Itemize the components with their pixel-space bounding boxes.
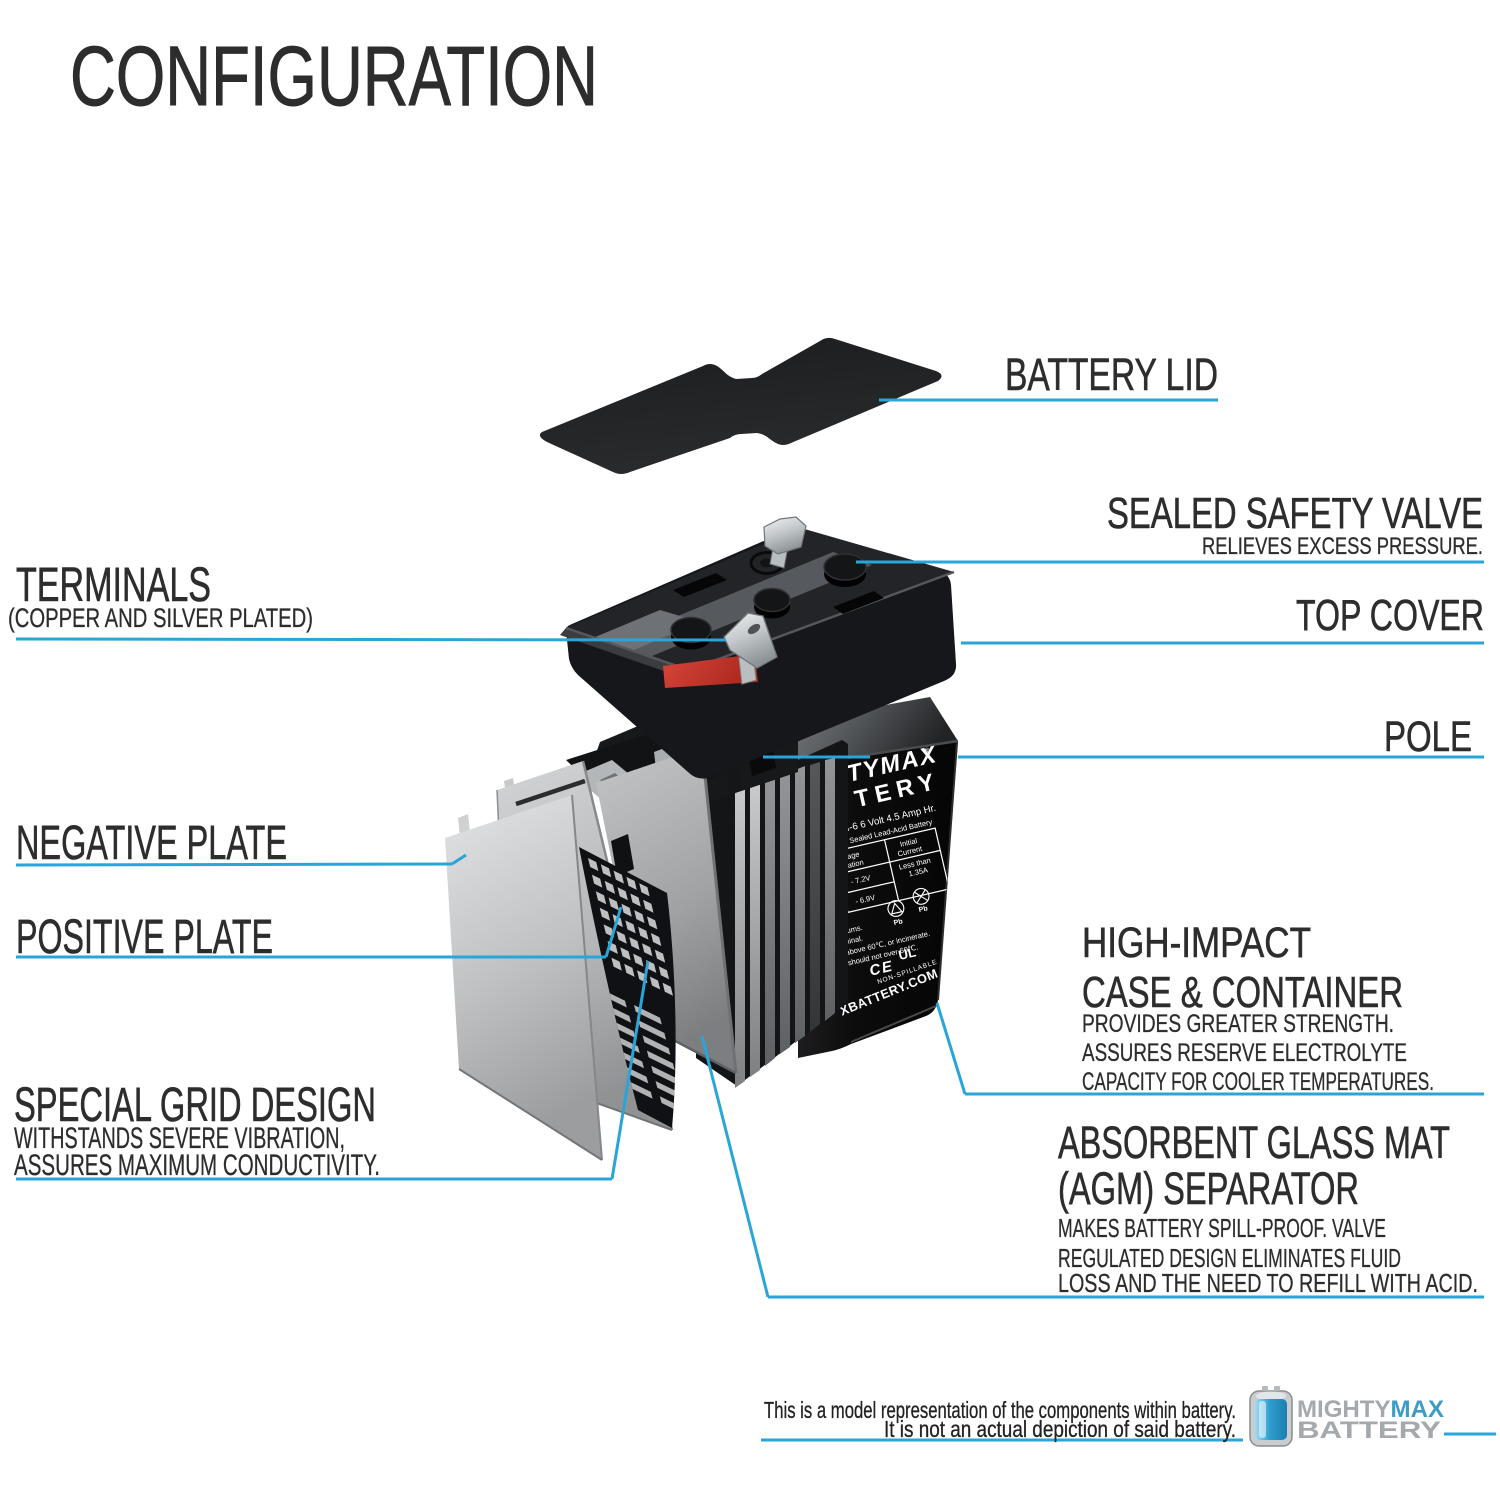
svg-text:®: ® <box>923 746 931 756</box>
svg-text:UL: UL <box>897 944 918 963</box>
svg-text:CASE & CONTAINER: CASE & CONTAINER <box>1082 968 1403 1017</box>
svg-text:ASSURES RESERVE ELECTROLYTE: ASSURES RESERVE ELECTROLYTE <box>1082 1039 1407 1067</box>
svg-text:Initial: Initial <box>899 836 918 849</box>
svg-text:Pb: Pb <box>918 905 928 914</box>
svg-text:PROVIDES GREATER STRENGTH.: PROVIDES GREATER STRENGTH. <box>1082 1010 1394 1038</box>
svg-text:This is a model representation: This is a model representation of the co… <box>764 1397 1236 1423</box>
svg-text:MIGHTYMAX: MIGHTYMAX <box>1297 1396 1444 1423</box>
svg-text:REGULATED DESIGN ELIMINATES FL: REGULATED DESIGN ELIMINATES FLUID <box>1058 1243 1401 1273</box>
svg-text:BATTERY LID: BATTERY LID <box>1005 349 1218 400</box>
svg-text:1.35A: 1.35A <box>908 865 929 878</box>
svg-text:SEALED SAFETY VALVE: SEALED SAFETY VALVE <box>1107 489 1483 538</box>
svg-text:POLE: POLE <box>1384 713 1472 761</box>
svg-text:ASSURES MAXIMUM CONDUCTIVITY.: ASSURES MAXIMUM CONDUCTIVITY. <box>14 1149 380 1182</box>
svg-text:It is not an actual depiction: It is not an actual depiction of said ba… <box>884 1416 1236 1442</box>
svg-text:MAKES BATTERY SPILL-PROOF. VAL: MAKES BATTERY SPILL-PROOF. VALVE <box>1058 1213 1386 1243</box>
svg-text:BATTERY: BATTERY <box>1297 1417 1441 1444</box>
svg-text:LOSS AND THE NEED TO REFILL WI: LOSS AND THE NEED TO REFILL WITH ACID. <box>1058 1268 1478 1298</box>
svg-text:Pb: Pb <box>893 918 903 927</box>
svg-text:HIGH-IMPACT: HIGH-IMPACT <box>1082 919 1311 967</box>
svg-text:TOP COVER: TOP COVER <box>1296 591 1484 640</box>
svg-text:- 6.9V: - 6.9V <box>854 893 875 906</box>
svg-text:POSITIVE PLATE: POSITIVE PLATE <box>16 911 273 964</box>
svg-text:SPECIAL GRID DESIGN: SPECIAL GRID DESIGN <box>14 1079 376 1132</box>
svg-text:CONFIGURATION: CONFIGURATION <box>70 29 598 123</box>
svg-text:CAPACITY FOR COOLER TEMPERATUR: CAPACITY FOR COOLER TEMPERATURES. <box>1082 1068 1434 1096</box>
svg-text:ABSORBENT GLASS MAT: ABSORBENT GLASS MAT <box>1058 1117 1450 1168</box>
svg-text:NEGATIVE PLATE: NEGATIVE PLATE <box>16 817 287 870</box>
svg-text:(AGM) SEPARATOR: (AGM) SEPARATOR <box>1058 1163 1359 1214</box>
svg-text:RELIEVES EXCESS PRESSURE.: RELIEVES EXCESS PRESSURE. <box>1202 533 1483 560</box>
svg-text:CE: CE <box>868 958 895 980</box>
svg-text:(COPPER AND SILVER PLATED): (COPPER AND SILVER PLATED) <box>8 603 313 633</box>
svg-text:TERMINALS: TERMINALS <box>16 559 211 612</box>
svg-text:WITHSTANDS SEVERE VIBRATION,: WITHSTANDS SEVERE VIBRATION, <box>14 1122 345 1155</box>
svg-text:- 7.2V: - 7.2V <box>850 873 871 886</box>
